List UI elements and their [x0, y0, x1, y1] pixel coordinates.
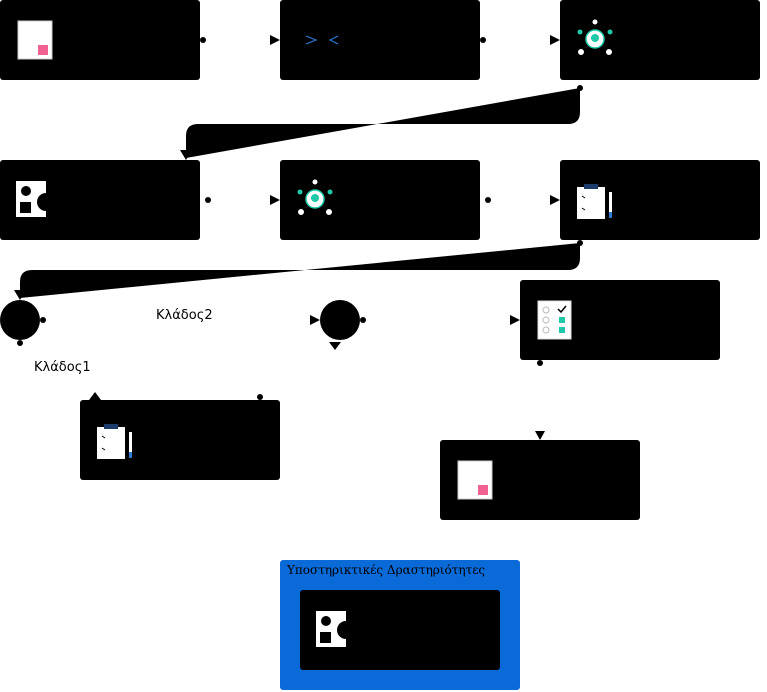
activity-node-3[interactable] [560, 0, 765, 85]
port-dot[interactable] [205, 197, 211, 203]
port-dot[interactable] [577, 240, 583, 246]
branch-label-2: Κλάδος2 [156, 308, 213, 323]
activity-node-7[interactable] [520, 280, 720, 360]
activity-node-4[interactable] [0, 160, 205, 245]
lightbulb-idea-icon [297, 179, 333, 215]
activity-node-5[interactable] [280, 160, 485, 245]
document-page-icon [17, 20, 53, 60]
return-flow-1 [186, 88, 580, 158]
activity-node-1[interactable] [0, 0, 200, 80]
port-dot[interactable] [537, 360, 543, 366]
activity-node-9[interactable] [440, 440, 640, 520]
lightbulb-idea-icon [577, 19, 613, 55]
port-dot[interactable] [360, 317, 366, 323]
support-activities-group[interactable]: Υποστηρικτικές Δραστηριότητες [280, 560, 520, 690]
port-dot[interactable] [577, 85, 583, 91]
support-activity-node[interactable] [300, 590, 500, 670]
port-dot[interactable] [200, 37, 206, 43]
clipboard-icon [577, 184, 612, 219]
activity-node-8[interactable] [80, 400, 280, 480]
decision-node-1[interactable] [0, 300, 40, 340]
document-page-icon [457, 460, 493, 500]
port-dot[interactable] [40, 317, 46, 323]
checklist-icon [537, 300, 572, 340]
support-group-title: Υποστηρικτικές Δραστηριότητες [287, 563, 486, 577]
return-flow-2 [20, 243, 580, 298]
shapes-icon [316, 611, 355, 647]
port-dot[interactable] [17, 340, 23, 346]
merge-node[interactable] [320, 300, 360, 340]
code-icon [305, 35, 339, 45]
shapes-icon [16, 181, 55, 217]
port-dot[interactable] [485, 197, 491, 203]
activity-node-2[interactable] [280, 0, 480, 80]
branch-label-1: Κλάδος1 [34, 360, 91, 375]
port-dot[interactable] [257, 394, 263, 400]
activity-node-6[interactable] [560, 160, 760, 240]
port-dot[interactable] [480, 37, 486, 43]
clipboard-icon [97, 424, 132, 459]
